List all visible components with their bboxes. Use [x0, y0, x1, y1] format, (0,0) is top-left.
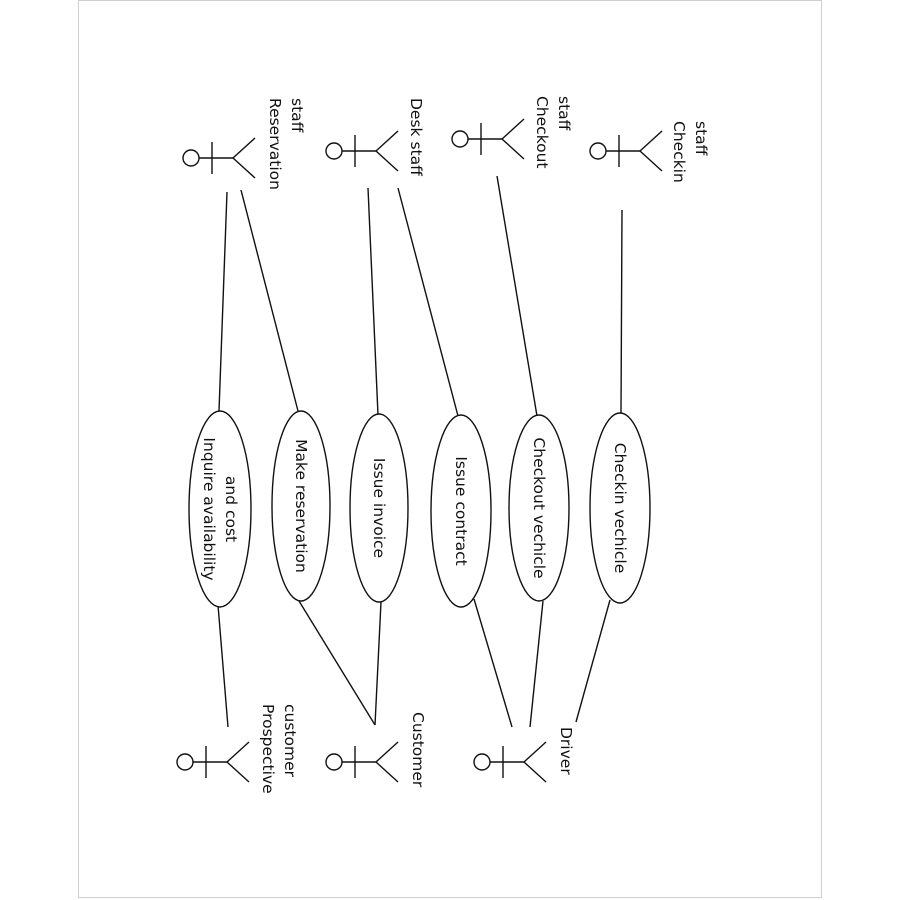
use-case-label: and cost [222, 476, 240, 542]
actor-label: staff [288, 98, 306, 133]
actor-label: staff [692, 121, 710, 156]
use-case-label: Issue contract [452, 456, 470, 565]
actor-label: customer [281, 704, 299, 778]
use-case-ellipse [508, 414, 570, 602]
actor-label: Desk staff [407, 98, 425, 176]
use-case-checkin-vehicle: Checkin vechicle [589, 412, 651, 604]
actor-label: Prospective [259, 704, 277, 794]
actor-figure-icon [325, 130, 399, 172]
use-case-label: Issue invoice [370, 458, 388, 558]
association-desk-staff-issue-contract [397, 187, 459, 417]
actor-customer: Customer [325, 712, 427, 788]
actor-figure-icon [182, 137, 256, 179]
association-driver-checkout-vehicle [529, 600, 544, 728]
actor-label: Checkin [670, 121, 688, 183]
association-prospective-customer-inquire [217, 604, 229, 728]
use-case-ellipse [188, 410, 252, 608]
actor-figure-icon [589, 130, 663, 172]
use-case-label: Checkin vechicle [611, 443, 629, 573]
actor-label: Driver [557, 727, 575, 775]
actor-label: Checkout [533, 96, 551, 169]
actor-driver: Driver [473, 727, 575, 783]
association-driver-checkin-vehicle [575, 599, 611, 723]
actor-label: Reservation [266, 98, 284, 190]
use-case-issue-invoice: Issue invoice [349, 413, 409, 603]
use-case-ellipse [589, 412, 651, 604]
association-checkout-staff-checkout-vehicle [496, 175, 538, 417]
use-case-label: Checkout vechicle [530, 437, 548, 578]
use-case-make-reservation: Make reservation [271, 410, 331, 602]
association-driver-issue-contract [473, 598, 513, 728]
use-case-ellipse [430, 414, 492, 608]
association-customer-make-reservation [298, 600, 376, 726]
use-case-checkout-vehicle: Checkout vechicle [508, 414, 570, 602]
association-reservation-staff-make-reservation [240, 189, 299, 412]
actor-label: staff [555, 96, 573, 131]
use-case-ellipse [349, 413, 409, 603]
actor-desk-staff: Desk staff [325, 98, 425, 176]
actor-figure-icon [473, 741, 547, 783]
association-layer [217, 175, 623, 728]
association-reservation-staff-inquire [218, 191, 228, 412]
actor-figure-icon [176, 741, 250, 783]
use-case-ellipse [271, 410, 331, 602]
association-desk-staff-issue-invoice [367, 187, 379, 416]
actor-label: Customer [409, 712, 427, 788]
use-case-label: Make reservation [292, 439, 310, 573]
actor-figure-icon [325, 741, 399, 783]
use-case-issue-contract: Issue contract [430, 414, 492, 608]
association-customer-issue-invoice [374, 601, 382, 726]
association-checkin-staff-checkin-vehicle [620, 209, 623, 414]
actor-figure-icon [451, 118, 525, 160]
use-case-label: Inquire availability [200, 437, 218, 580]
